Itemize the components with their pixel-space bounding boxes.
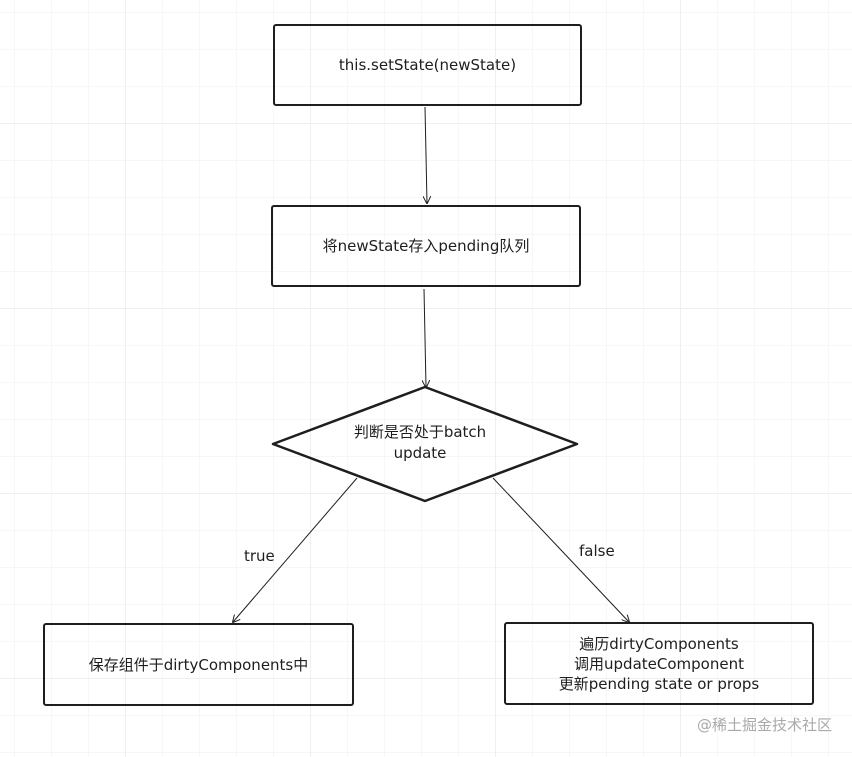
decision-label-line1: 判断是否处于batch	[353, 423, 487, 441]
push-pending-label: 将newState存入pending队列	[322, 237, 530, 255]
false-branch-line2: 调用updateComponent	[574, 654, 744, 673]
arrow-setstate-to-pending	[425, 106, 427, 203]
decision-diamond	[271, 385, 579, 503]
true-edge-label: true	[244, 547, 275, 565]
set-state-node: this.setState(newState)	[273, 24, 582, 106]
false-branch-line1: 遍历dirtyComponents	[579, 634, 739, 653]
true-branch-label: 保存组件于dirtyComponents中	[88, 655, 309, 674]
false-edge-label: false	[579, 542, 615, 560]
push-pending-node: 将newState存入pending队列	[271, 205, 581, 287]
false-branch-line3: 更新pending state or props	[558, 674, 760, 693]
arrow-decision-to-false	[492, 477, 629, 622]
decision-label: 判断是否处于batch update	[320, 422, 520, 464]
set-state-label: this.setState(newState)	[338, 56, 517, 74]
true-branch-node: 保存组件于dirtyComponents中	[43, 623, 354, 706]
false-branch-node: 遍历dirtyComponents 调用updateComponent 更新pe…	[504, 622, 814, 705]
watermark: @稀土掘金技术社区	[696, 716, 832, 734]
arrow-pending-to-decision	[424, 288, 426, 387]
decision-label-line2: update	[393, 444, 447, 462]
arrow-decision-to-true	[233, 477, 358, 622]
